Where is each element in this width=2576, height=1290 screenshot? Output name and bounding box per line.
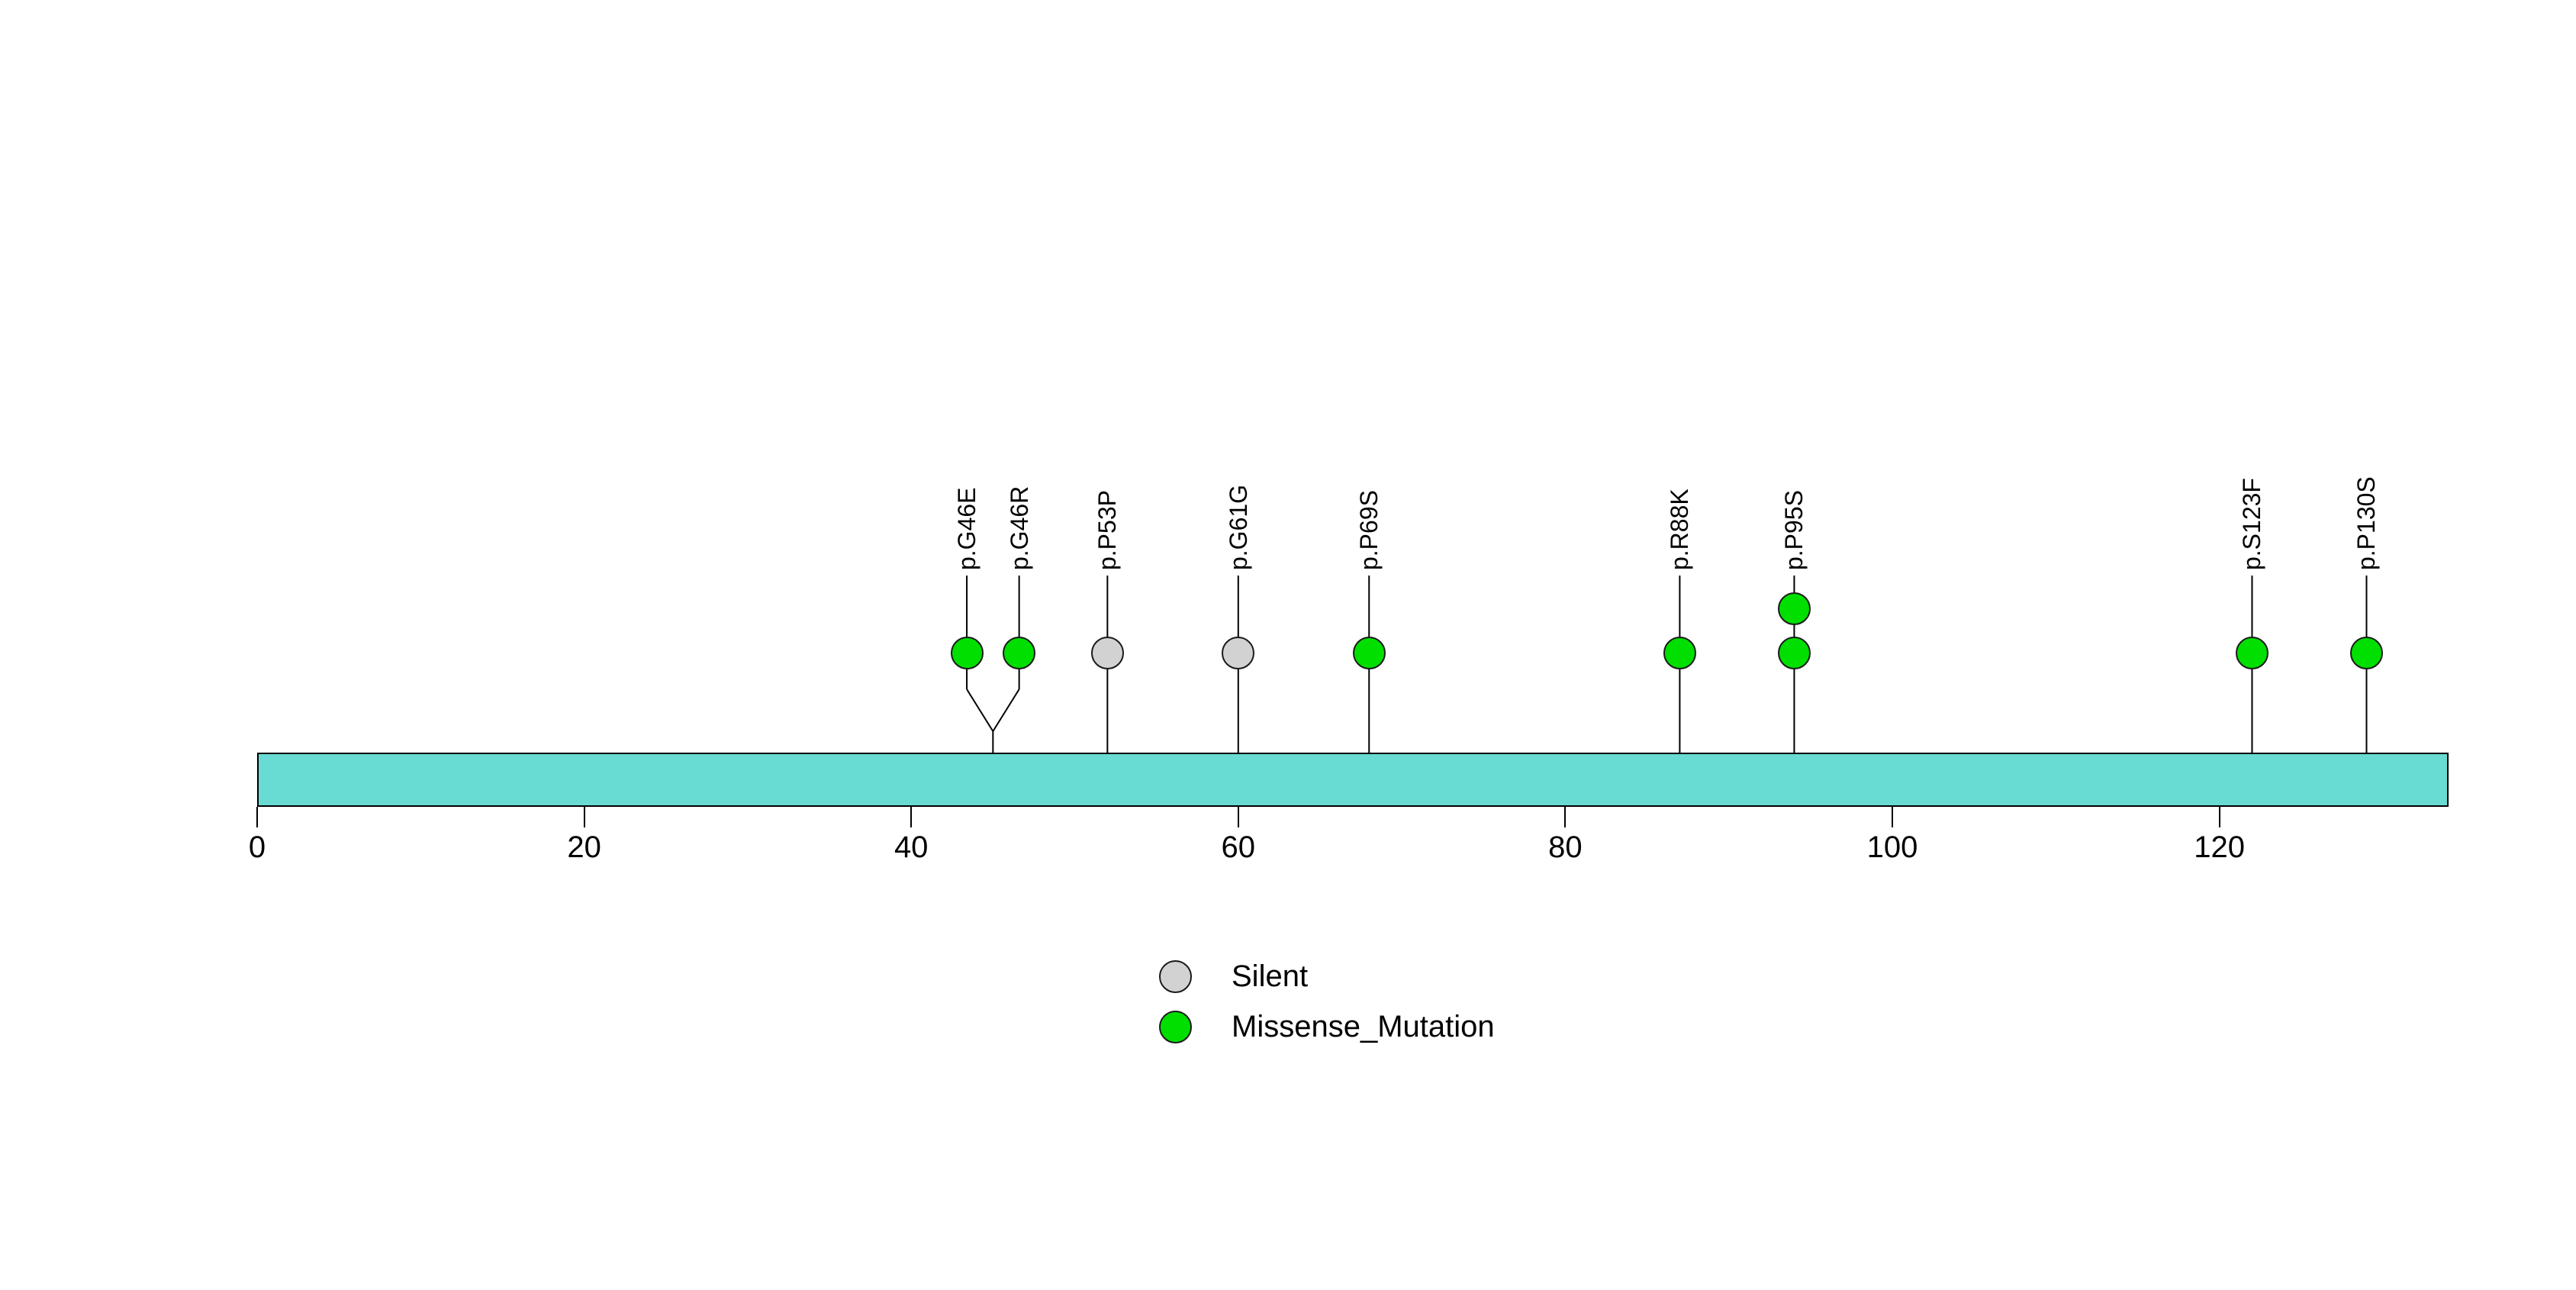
legend-missense-mutation-label: Missense_Mutation (1232, 1010, 1495, 1043)
legend-item-missense-mutation: Missense_Mutation (1159, 1011, 1495, 1043)
legend-missense-mutation-marker-icon (1159, 1011, 1192, 1043)
axis-tick-label: 40 (894, 830, 929, 864)
mutation-label: p.G61G (1224, 484, 1252, 570)
legend-silent-label: Silent (1232, 959, 1309, 993)
mutation-marker (1777, 592, 1811, 625)
mutation-label: p.G46E (953, 487, 981, 570)
axis-tick (2218, 807, 2220, 827)
mutation-label: p.P130S (2352, 476, 2381, 570)
protein-backbone-bar (257, 753, 2449, 807)
axis-tick (1892, 807, 1893, 827)
mutation-label: p.S123F (2238, 478, 2266, 570)
mutation-label: p.G46R (1005, 485, 1033, 570)
mutation-marker (1777, 636, 1811, 669)
axis-tick-label: 120 (2194, 830, 2245, 864)
mutation-marker (1663, 636, 1696, 669)
axis-tick (256, 807, 258, 827)
mutation-label: p.R88K (1666, 489, 1694, 570)
axis-tick (1237, 807, 1239, 827)
axis-tick-label: 0 (248, 830, 266, 864)
lollipop-branch-connector (966, 689, 994, 732)
axis-tick (583, 807, 585, 827)
mutation-marker (1003, 636, 1036, 669)
mutation-label: p.P53P (1093, 490, 1122, 570)
legend-item-silent: Silent (1159, 960, 1308, 993)
mutation-marker (1352, 636, 1386, 669)
mutation-marker (2349, 636, 2383, 669)
axis-tick (910, 807, 913, 827)
axis-tick-label: 60 (1221, 830, 1256, 864)
mutation-marker (2235, 636, 2268, 669)
mutation-marker (950, 636, 984, 669)
mutation-marker (1222, 636, 1255, 669)
legend-silent-marker-icon (1159, 960, 1192, 993)
axis-tick-label: 80 (1548, 830, 1583, 864)
axis-tick-label: 100 (1866, 830, 1918, 864)
axis-tick-label: 20 (567, 830, 601, 864)
lollipop-branch-connector (992, 689, 1020, 732)
mutation-label: p.P95S (1780, 490, 1808, 570)
axis-tick (1564, 807, 1567, 827)
mutation-label: p.P69S (1355, 490, 1383, 570)
mutation-marker (1090, 636, 1124, 669)
